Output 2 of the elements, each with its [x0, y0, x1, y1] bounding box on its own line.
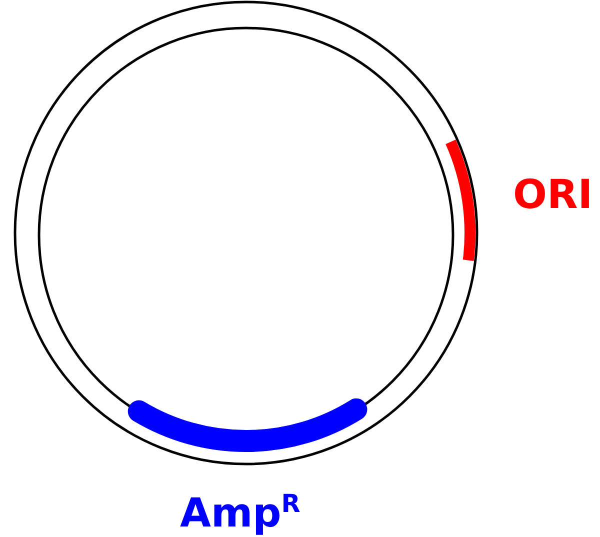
origin-label: ORI: [513, 175, 593, 215]
resistance-gene-label: Amp$^{R}$: [180, 492, 300, 534]
